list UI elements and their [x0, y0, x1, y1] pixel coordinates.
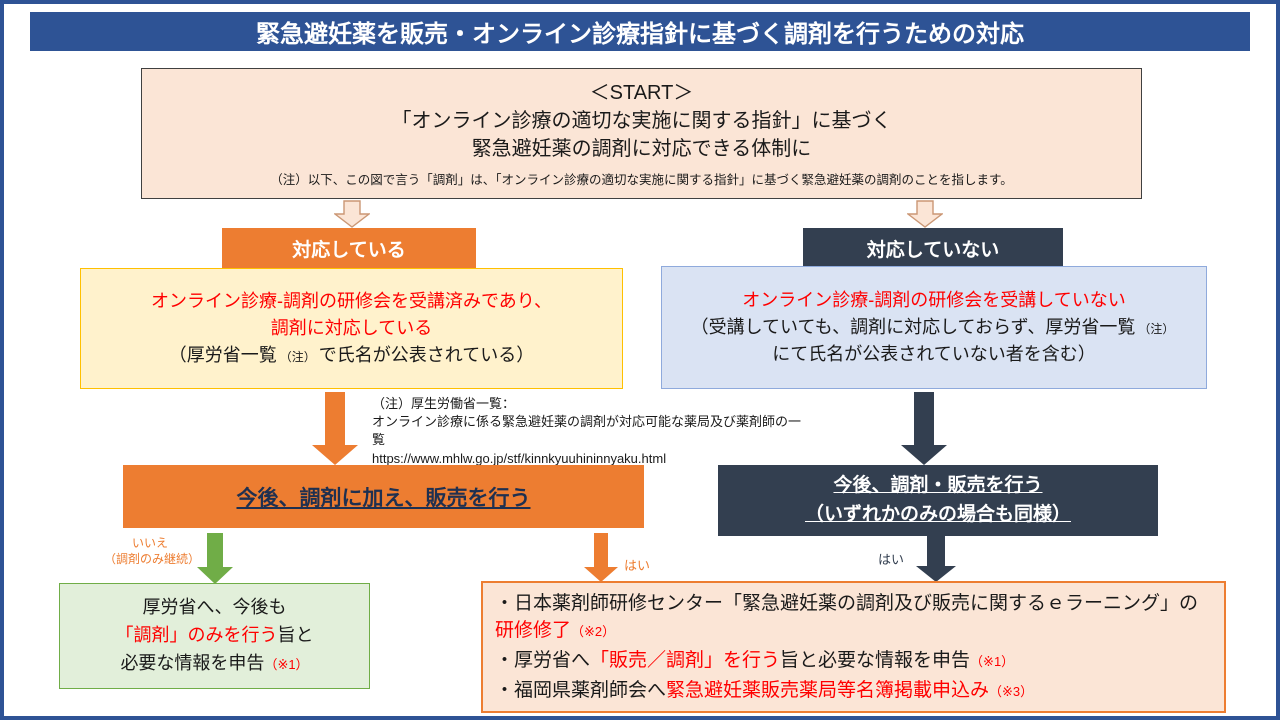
result-item1-black: ・日本薬剤師研修センター「緊急避妊薬の調剤及び販売に関するｅラーニング」の [495, 592, 1199, 614]
navy-down-arrow-yes [916, 535, 956, 582]
result-item2-black-post: 旨と必要な情報を申告 [780, 650, 971, 671]
result-requirements-box: ・日本薬剤師研修センター「緊急避妊薬の調剤及び販売に関するｅラーニング」の研修修… [481, 581, 1226, 713]
orange-down-arrow-left [312, 392, 358, 465]
declare-only-box: 厚労省へ、今後も 「調剤」のみを行う旨と 必要な情報を申告（※1） [59, 583, 370, 689]
no-label-line2: （調剤のみ継続） [104, 551, 201, 566]
compliant-detail-red-1: オンライン診療-調剤の研修会を受講済みであり、 [150, 291, 553, 311]
result-item2-red: 「販売／調剤」を行う [590, 650, 781, 671]
yes-label-left: はい [624, 558, 651, 573]
mhlw-note-line1: （注）厚生労働省一覧： [372, 396, 516, 411]
declare-only-line1: 厚労省へ、今後も [142, 597, 287, 618]
declare-only-ref1: （※1） [264, 656, 309, 672]
compliant-detail-box: オンライン診療-調剤の研修会を受講済みであり、 調剤に対応している （厚労省一覧… [80, 268, 623, 389]
action-sell-box: 今後、調剤に加え、販売を行う [123, 465, 644, 528]
mhlw-note-line2: オンライン診療に係る緊急避妊薬の調剤が対応可能な薬局及び薬剤師の一覧 [372, 414, 802, 448]
result-item1-red: 研修修了 [495, 620, 572, 642]
navy-down-arrow-right [901, 392, 947, 465]
branch-label-compliant: 対応している [222, 228, 476, 268]
no-branch-label: いいえ （調剤のみ継続） [104, 536, 201, 567]
declare-only-line2-red: 「調剤」のみを行う [115, 625, 278, 646]
slide-title-bar: 緊急避妊薬を販売・オンライン診療指針に基づく調剤を行うための対応 [30, 12, 1250, 51]
yes-label-right: はい [878, 552, 905, 567]
mhlw-note-url: https://www.mhlw.go.jp/stf/kinnkyuuhinin… [372, 450, 667, 466]
action-sell-text: 今後、調剤に加え、販売を行う [236, 486, 531, 510]
result-item-elearning: ・日本薬剤師研修センター「緊急避妊薬の調剤及び販売に関するｅラーニング」の研修修… [495, 590, 1212, 645]
declare-only-line3-black: 必要な情報を申告 [120, 652, 265, 673]
start-note: （注）以下、この図で言う「調剤」は、「オンライン診療の適切な実施に関する指針」に… [270, 173, 1013, 187]
declare-only-line2: 「調剤」のみを行う旨と [116, 622, 314, 650]
result-item2-ref: （※1） [970, 654, 1015, 669]
no-label-line1: いいえ [131, 536, 168, 550]
branch-label-noncompliant-text: 対応していない [866, 239, 1000, 261]
result-item-declare: ・厚労省へ「販売／調剤」を行う旨と必要な情報を申告（※1） [495, 647, 1212, 675]
mhlw-list-note: （注）厚生労働省一覧： オンライン診療に係る緊急避妊薬の調剤が対応可能な薬局及び… [372, 395, 812, 468]
result-item2-black-pre: ・厚労省へ [495, 650, 591, 671]
compliant-detail-black: （厚労省一覧（注）で氏名が公表されている） [169, 342, 534, 369]
result-item3-ref: （※3） [989, 683, 1034, 699]
outline-down-arrow-left [334, 200, 370, 228]
declare-only-line2-black: 旨と [277, 625, 314, 646]
outline-down-arrow-right [907, 200, 943, 228]
noncompliant-detail-red: オンライン診療-調剤の研修会を受講していない [742, 290, 1126, 310]
declare-only-line3: 必要な情報を申告（※1） [120, 650, 308, 678]
compliant-detail-red-2: 調剤に対応している [270, 318, 433, 338]
start-line2: 「オンライン診療の適切な実施に関する指針」に基づく [391, 110, 892, 132]
action-both-line1: 今後、調剤・販売を行う [833, 475, 1043, 496]
start-box: ＜START＞ 「オンライン診療の適切な実施に関する指針」に基づく 緊急避妊薬の… [141, 68, 1142, 199]
action-both-line2: （いずれかのみの場合も同様） [804, 503, 1071, 525]
start-line3: 緊急避妊薬の調剤に対応できる体制に [471, 138, 812, 160]
green-down-arrow [197, 533, 233, 584]
orange-down-arrow-yes [584, 533, 618, 582]
branch-label-noncompliant: 対応していない [803, 228, 1063, 268]
start-heading: ＜START＞ [589, 82, 694, 104]
noncompliant-detail-black-1: （受講していても、調剤に対応しておらず、厚労省一覧（注） [691, 314, 1178, 341]
branch-label-compliant-text: 対応している [292, 239, 406, 261]
slide-title-text: 緊急避妊薬を販売・オンライン診療指針に基づく調剤を行うための対応 [256, 21, 1024, 48]
result-item3-black-pre: ・福岡県薬剤師会へ [495, 679, 667, 701]
compliant-detail-black-post: で氏名が公表されている） [318, 345, 535, 365]
noncompliant-detail-black-pre: （受講していても、調剤に対応しておらず、厚労省一覧 [690, 317, 1136, 337]
noncompliant-detail-note-ref: （注） [1138, 322, 1175, 336]
result-item-registry: ・福岡県薬剤師会へ緊急避妊薬販売薬局等名簿掲載申込み（※3） [495, 677, 1212, 705]
compliant-detail-note-ref: （注） [279, 350, 316, 364]
compliant-detail-black-pre: （厚労省一覧 [168, 345, 277, 365]
action-both-box: 今後、調剤・販売を行う （いずれかのみの場合も同様） [718, 465, 1158, 536]
noncompliant-detail-black-2: にて氏名が公表されていない者を含む） [772, 344, 1096, 364]
noncompliant-detail-box: オンライン診療-調剤の研修会を受講していない （受講していても、調剤に対応してお… [661, 266, 1207, 389]
result-item3-red: 緊急避妊薬販売薬局等名簿掲載申込み [666, 679, 990, 701]
result-item1-ref: （※2） [571, 624, 616, 640]
